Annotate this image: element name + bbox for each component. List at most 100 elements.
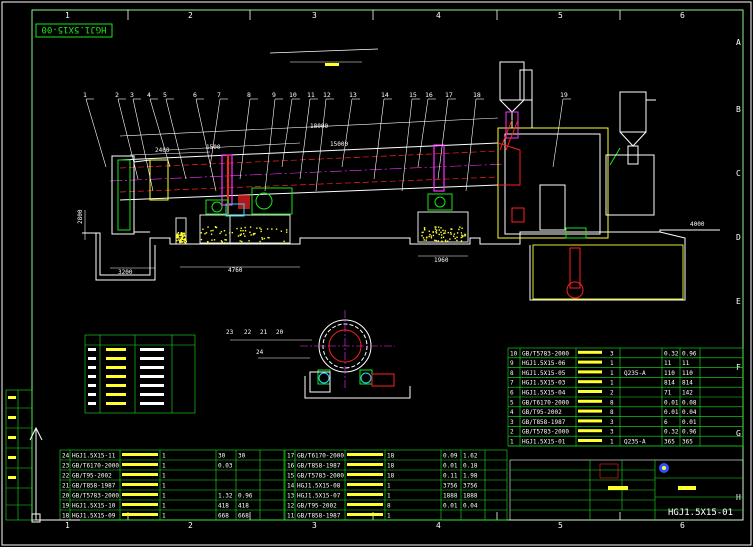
bom-right-row-code: HGJ1.5X15-03: [522, 380, 566, 387]
parts-list-mid-row-qty: 18: [387, 463, 395, 470]
parts-list-mid-row-qty: 1: [387, 483, 391, 490]
grid-col-label-bottom: 1: [65, 521, 70, 530]
parts-list-left-row-unit-weight: 418: [218, 503, 229, 510]
parts-list-left-row-total-weight: 0.96: [238, 493, 253, 500]
part-balloon-3: 3: [130, 91, 134, 99]
section-balloon-21: 21: [260, 329, 268, 336]
part-balloon-5: 5: [163, 91, 167, 99]
parts-list-left-row-code: HGJ1.5X15-09: [72, 513, 116, 520]
grid-col-label-top: 6: [680, 11, 685, 20]
grid-row-label: G: [736, 429, 741, 438]
bom-right-row-total-weight: 365: [682, 439, 693, 446]
section-leaders: [230, 339, 312, 359]
grid-row-label: B: [736, 105, 741, 114]
dim-4760: 4760: [228, 267, 243, 274]
dimension-lines: [84, 117, 499, 269]
parts-list-left-row-code: GB/T6170-2000: [72, 463, 119, 470]
part-balloon-11: 11: [307, 91, 315, 99]
foundation-speckle: [176, 226, 467, 245]
part-balloon-8: 8: [247, 91, 251, 99]
legend-table: [84, 334, 196, 414]
parts-list-left-row-no: 24: [62, 453, 70, 460]
bom-right-row-total-weight: 814: [682, 380, 693, 387]
part-balloon-14: 14: [381, 91, 389, 99]
parts-list-left-row-no: 20: [62, 493, 70, 500]
part-balloon-4: 4: [147, 91, 151, 99]
parts-list-mid-row-qty: 18: [387, 453, 395, 460]
bom-right-row-qty: 2: [610, 390, 614, 397]
parts-list-mid-row-total-weight: 0.18: [463, 463, 478, 470]
bom-right-row-no: 2: [510, 429, 514, 436]
bom-right-row-qty: 1: [610, 439, 614, 446]
bom-right-row-unit-weight: 0.01: [664, 409, 679, 416]
bom-right-row-total-weight: 11: [682, 360, 690, 367]
bom-right-row-qty: 3: [610, 429, 614, 436]
grid-ticks: [127, 10, 621, 520]
parts-list-left-row-total-weight: 30: [238, 453, 246, 460]
bom-right-row-material: Q235-A: [624, 439, 646, 446]
parts-list-mid-row-total-weight: 1.98: [463, 473, 478, 480]
revision-strip: [5, 389, 33, 521]
section-balloon-20: 20: [276, 329, 284, 336]
bom-right-row-code: GB/T5783-2000: [522, 350, 569, 357]
parts-list-mid-row-code: GB/T95-2002: [297, 503, 337, 510]
parts-list-left-row-code: GB/T95-2002: [72, 473, 112, 480]
grid-row-label: H: [736, 493, 741, 502]
bom-right-row-code: HGJ1.5X15-05: [522, 370, 566, 377]
part-balloon-1: 1: [83, 91, 87, 99]
parts-list-left-row-unit-weight: 1.32: [218, 493, 233, 500]
bom-right-row-code: GB/T95-2002: [522, 409, 562, 416]
parts-list-mid-row-qty: 18: [387, 473, 395, 480]
part-balloon-9: 9: [272, 91, 276, 99]
grid-col-label-top: 4: [436, 11, 441, 20]
title-block-marks: [608, 486, 696, 490]
part-balloon-15: 15: [409, 91, 417, 99]
section-balloon-24: 24: [256, 349, 264, 356]
grid-col-label-bottom: 2: [188, 521, 193, 530]
bom-right-row-no: 7: [510, 380, 514, 387]
part-balloon-17: 17: [445, 91, 453, 99]
bom-right-row-total-weight: 0.08: [682, 399, 697, 406]
bom-right-row-no: 9: [510, 360, 514, 367]
bom-right-row-code: HGJ1.5X15-06: [522, 360, 566, 367]
dimension-texts: 18000 15000 2400 1500 4760 1960 3200 280…: [77, 123, 705, 276]
parts-list-mid-row-unit-weight: 0.11: [443, 473, 458, 480]
part-balloon-10: 10: [289, 91, 297, 99]
bom-right-row-qty: 1: [610, 380, 614, 387]
bom-right-row-total-weight: 142: [682, 390, 693, 397]
bom-right-row-code: HGJ1.5X15-01: [522, 439, 566, 446]
bom-right-row-total-weight: 0.04: [682, 409, 697, 416]
part-balloon-19: 19: [560, 91, 568, 99]
parts-list-left-row-code: HGJ1.5X15-10: [72, 503, 116, 510]
grid-row-label: D: [736, 233, 741, 242]
part-balloon-12: 12: [323, 91, 331, 99]
supporting-rollers: [205, 193, 453, 215]
bom-right-row-total-weight: 0.96: [682, 429, 697, 436]
grid-col-label-top: 2: [188, 11, 193, 20]
title-block-logo: [659, 463, 669, 473]
bom-right-row-no: 3: [510, 419, 514, 426]
parts-list-mid-row-qty: 1: [387, 513, 391, 520]
parts-list-mid-row-unit-weight: 0.01: [443, 503, 458, 510]
bom-right-row-unit-weight: 110: [664, 370, 675, 377]
top-title-text: HGJ1.5X15-00: [41, 24, 106, 34]
revision-strip-marks: [8, 396, 16, 479]
parts-list-mid-row-code: GB/T5783-2000: [297, 473, 344, 480]
bom-right-row-no: 10: [510, 350, 518, 357]
bom-right-row-no: 1: [510, 439, 514, 446]
bom-right-row-qty: 8: [610, 409, 614, 416]
parts-list-left-row-total-weight: 668: [238, 513, 249, 520]
bom-right-row-unit-weight: 6: [664, 419, 668, 426]
part-balloon-7: 7: [217, 91, 221, 99]
bom-right-row-code: HGJ1.5X15-04: [522, 390, 566, 397]
parts-list-mid-row-no: 13: [287, 493, 295, 500]
grid-row-label: A: [736, 38, 741, 47]
bom-right-row-unit-weight: 0.01: [664, 399, 679, 406]
parts-list-mid-row-qty: 1: [387, 493, 391, 500]
bom-right-row-unit-weight: 71: [664, 390, 672, 397]
